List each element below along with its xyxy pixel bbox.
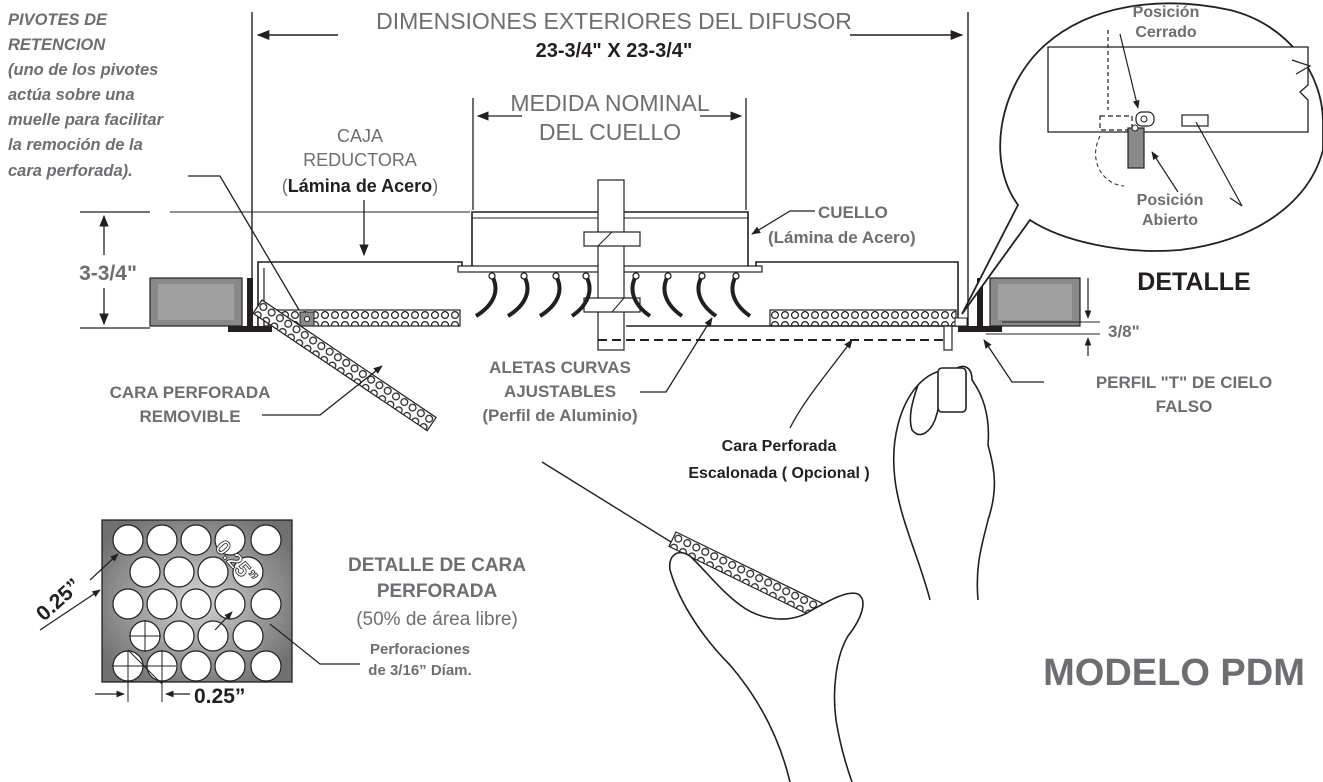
cuello-label: CUELLO: [818, 203, 888, 222]
outer-dimension: [251, 12, 969, 330]
outer-dimension-title: DIMENSIONES EXTERIORES DEL DIFUSOR: [376, 8, 852, 34]
abierto-line2: Abierto: [1142, 212, 1198, 229]
aletas-line2: AJUSTABLES: [504, 382, 616, 401]
stepped-face-line2: Escalonada ( Opcional ): [688, 465, 869, 482]
pivot-leader: [188, 175, 306, 321]
tee-dimension-label: 3/8": [1108, 322, 1140, 341]
neck-dimension: [472, 98, 747, 210]
plate-detail-line1: DETALLE DE CARA: [348, 555, 526, 576]
cerrado-line1: Posición: [1133, 4, 1200, 21]
tee-dimension: [986, 278, 1100, 356]
pivot-label: PIVOTES DE RETENCION (uno de los pivotes…: [8, 11, 165, 180]
perfil-t-line2: FALSO: [1156, 397, 1213, 416]
svg-text:la remoción de la: la remoción de la: [8, 136, 143, 154]
aletas-leader: [640, 317, 713, 393]
hand-right-illustration: [892, 365, 996, 601]
plate-detail-line2: PERFORADA: [377, 581, 498, 602]
caja-line1: CAJA: [337, 126, 383, 146]
cerrado-line2: Cerrado: [1135, 24, 1197, 41]
aletas-line3: (Perfil de Aluminio): [482, 406, 637, 425]
perfil-t-leader: [983, 339, 1044, 383]
perfil-t-line1: PERFIL "T" DE CIELO: [1096, 373, 1272, 392]
height-dimension-label: 3-3/4": [79, 262, 137, 285]
caja-material: (Lámina de Acero): [282, 176, 438, 196]
perforated-plate-detail: [39, 519, 293, 702]
plate-free-area: (50% de área libre): [356, 609, 518, 630]
removable-face-line2: REMOVIBLE: [139, 407, 240, 426]
outer-dimension-value: 23-3/4" X 23-3/4": [536, 40, 693, 62]
pitch-horizontal-label: 0.25”: [194, 685, 245, 708]
svg-text:(uno de los pivotes: (uno de los pivotes: [8, 61, 158, 79]
svg-text:RETENCION: RETENCION: [8, 36, 106, 54]
abierto-line1: Posición: [1137, 192, 1204, 209]
perforation-leader: [269, 623, 360, 665]
perforation-line2: de 3/16” Díam.: [368, 662, 471, 679]
hand-left-illustration: [541, 461, 864, 782]
perforation-line1: Perforaciones: [370, 641, 470, 658]
svg-text:actúa sobre una: actúa sobre una: [8, 86, 135, 104]
detalle-title: DETALLE: [1137, 268, 1250, 296]
removable-face-leader: [262, 365, 383, 416]
stepped-face-line1: Cara Perforada: [722, 438, 837, 455]
cuello-material: (Lámina de Acero): [768, 228, 916, 247]
aletas-line1: ALETAS CURVAS: [489, 358, 631, 377]
diffuser-body: [149, 179, 1081, 432]
model-title: MODELO PDM: [1043, 652, 1305, 694]
svg-text:cara perforada).: cara perforada).: [8, 162, 133, 180]
height-dimension: [80, 211, 470, 329]
svg-text:PIVOTES DE: PIVOTES DE: [8, 11, 108, 29]
svg-text:muelle para facilitar: muelle para facilitar: [8, 111, 165, 129]
cuello-leader: [751, 210, 815, 235]
caja-line2: REDUCTORA: [303, 150, 417, 170]
neck-dimension-line2: DEL CUELLO: [539, 119, 681, 145]
stepped-face-leader: [789, 339, 853, 429]
latch-detail-balloon: [961, 2, 1323, 315]
neck-dimension-line1: MEDIDA NOMINAL: [510, 90, 710, 116]
removable-face-line1: CARA PERFORADA: [110, 383, 271, 402]
